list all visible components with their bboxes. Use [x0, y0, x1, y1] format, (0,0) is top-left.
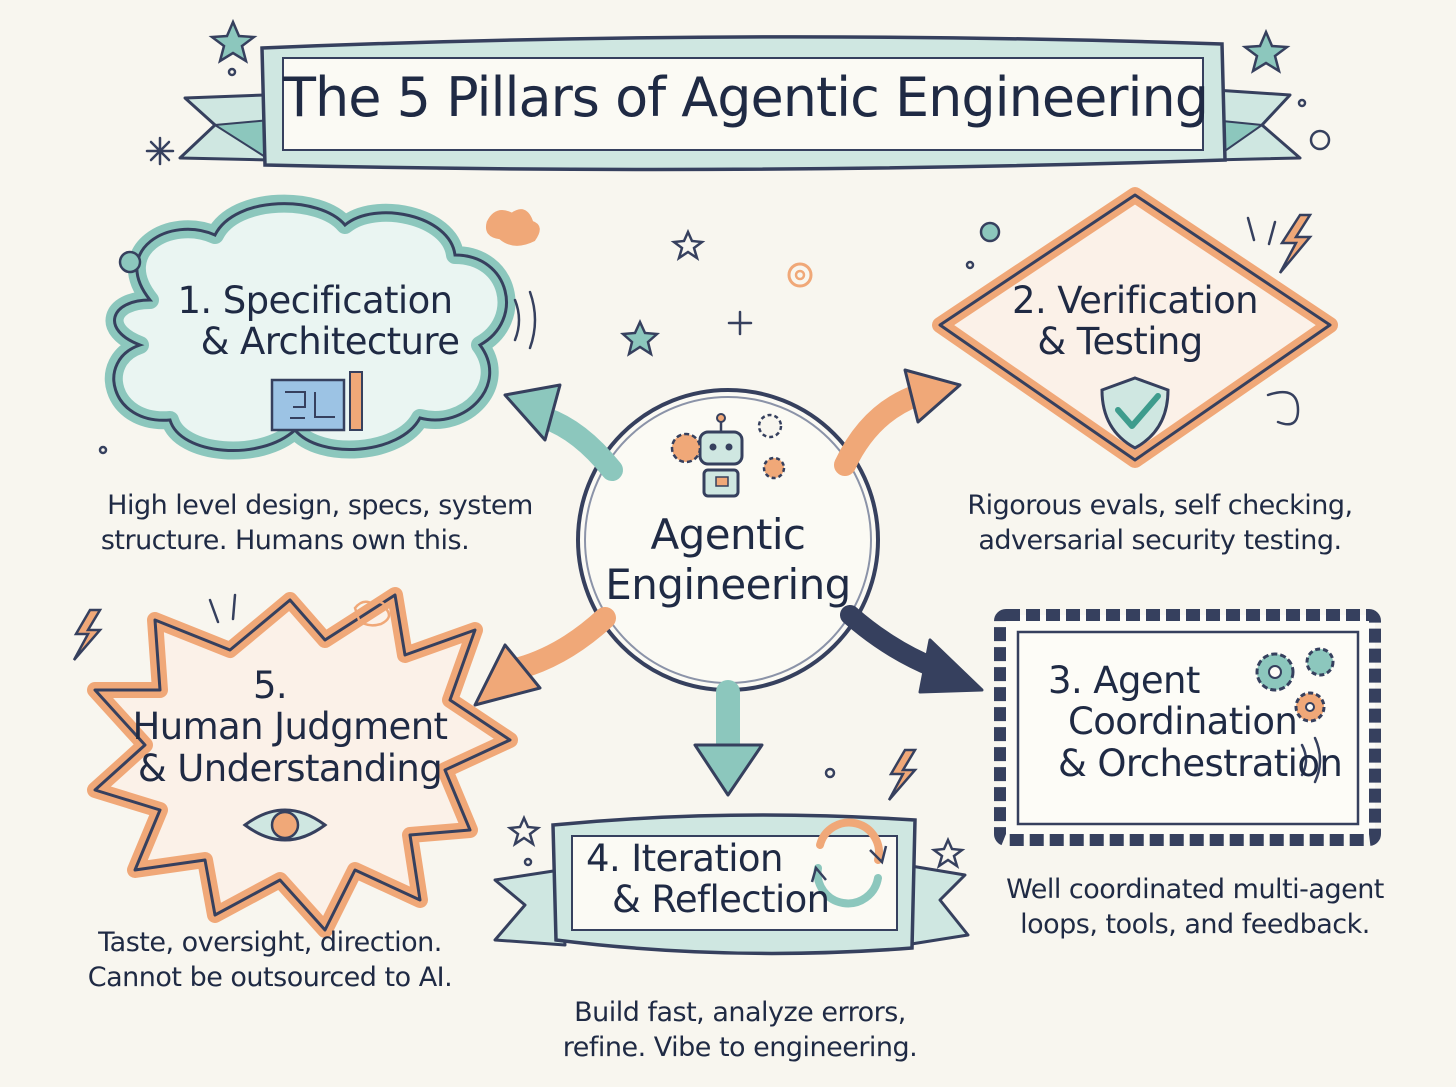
- pillar-5-description-line: Taste, oversight, direction.: [98, 927, 442, 958]
- pillar-3-frame-shape: [994, 609, 1381, 846]
- pillar-2-description-line: Rigorous evals, self checking,: [967, 490, 1353, 521]
- robot-icon: [670, 413, 786, 498]
- pillar-1-description: High level design, specs, system structu…: [80, 488, 560, 558]
- pillar-5-title: 5. Human Judgment & Understanding: [130, 664, 450, 790]
- pillar-3-title-line: 3. Agent: [1048, 659, 1200, 702]
- star-icon: [208, 18, 258, 64]
- pillar-3-title-line: Coordination: [1068, 700, 1298, 744]
- pillar-2-title: 2. Verification & Testing: [990, 280, 1280, 363]
- cloud-puff-icon: [486, 209, 540, 246]
- center-label-line: Engineering: [605, 560, 851, 610]
- gears-icon: [1255, 647, 1335, 723]
- arrow-to-pillar-3: [840, 605, 984, 694]
- arrow-to-pillar-2: [834, 368, 962, 476]
- pillar-4-title: 4. Iteration & Reflection: [580, 837, 830, 922]
- refresh-cycle-icon: [810, 818, 888, 908]
- star-icon: [670, 228, 706, 261]
- pillar-1-title-line: 1. Specification: [177, 279, 453, 322]
- pillar-2-description-line: adversarial security testing.: [978, 525, 1342, 557]
- pillar-5-description-line: Cannot be outsourced to AI.: [87, 962, 453, 994]
- pillar-5-title-line: & Understanding: [137, 746, 443, 790]
- brain-eye-icon: [242, 808, 328, 842]
- pillar-2-diamond-shape: [932, 187, 1338, 468]
- pillar-2-description: Rigorous evals, self checking, adversari…: [940, 488, 1380, 558]
- pillar-3-description: Well coordinated multi-agent loops, tool…: [975, 872, 1415, 942]
- pillar-3-title: 3. Agent Coordination & Orchestration: [1040, 659, 1343, 785]
- title-banner: [178, 35, 1302, 172]
- pillar-1-description-line: structure. Humans own this.: [100, 525, 470, 557]
- pillar-1-title: 1. Specification & Architecture: [150, 280, 480, 363]
- arrow-to-pillar-5: [473, 607, 616, 707]
- spiral-icon: [787, 262, 813, 288]
- pillar-1-description-line: High level design, specs, system: [107, 490, 533, 521]
- pillar-3-description-line: Well coordinated multi-agent: [1006, 874, 1384, 905]
- pillar-4-ribbon-shape: [493, 813, 970, 956]
- arrow-to-pillar-1: [503, 383, 623, 481]
- pillar-4-description-line: Build fast, analyze errors,: [574, 997, 906, 1028]
- arrow-to-pillar-4: [693, 680, 764, 797]
- lightning-icon: [1278, 213, 1313, 274]
- center-label: Agentic Engineering: [598, 510, 858, 611]
- spiral-icon: [1309, 129, 1331, 151]
- center-label-line: Agentic: [650, 510, 806, 559]
- page-title: The 5 Pillars of Agentic Engineering: [283, 66, 1209, 129]
- cloud-puff-icon: [353, 600, 391, 627]
- pillar-1-title-line: & Architecture: [200, 320, 460, 364]
- star-icon: [619, 318, 661, 357]
- lightning-icon: [887, 748, 918, 801]
- star-icon: [930, 836, 966, 869]
- pillar-5-description: Taste, oversight, direction. Cannot be o…: [50, 925, 490, 995]
- pillar-4-title-line: & Reflection: [612, 878, 830, 922]
- pillar-4-title-line: 4. Iteration: [586, 837, 783, 880]
- pillar-5-title-line: Human Judgment: [132, 705, 449, 749]
- pillar-3-description-line: loops, tools, and feedback.: [1020, 909, 1370, 941]
- pillar-3-title-line: & Orchestration: [1058, 741, 1343, 785]
- lightning-icon: [72, 608, 103, 661]
- decorations: [72, 18, 1331, 869]
- pillar-4-description-line: refine. Vibe to engineering.: [562, 1032, 918, 1064]
- blueprint-icon: [270, 371, 363, 432]
- star-icon: [1241, 28, 1291, 74]
- pillar-2-title-line: & Testing: [1037, 320, 1203, 364]
- center-hub: [576, 388, 880, 692]
- pillar-5-starburst-shape: [87, 587, 518, 938]
- pillar-1-cloud-shape: [105, 194, 516, 460]
- sparkle-icon: [145, 136, 175, 166]
- pillar-5-title-line: 5.: [252, 664, 288, 707]
- sparkle-icon: [727, 310, 753, 336]
- star-icon: [506, 814, 542, 847]
- pillar-4-description: Build fast, analyze errors, refine. Vibe…: [520, 995, 960, 1065]
- shield-check-icon: [1100, 376, 1170, 450]
- pillar-2-title-line: 2. Verification: [1012, 279, 1259, 322]
